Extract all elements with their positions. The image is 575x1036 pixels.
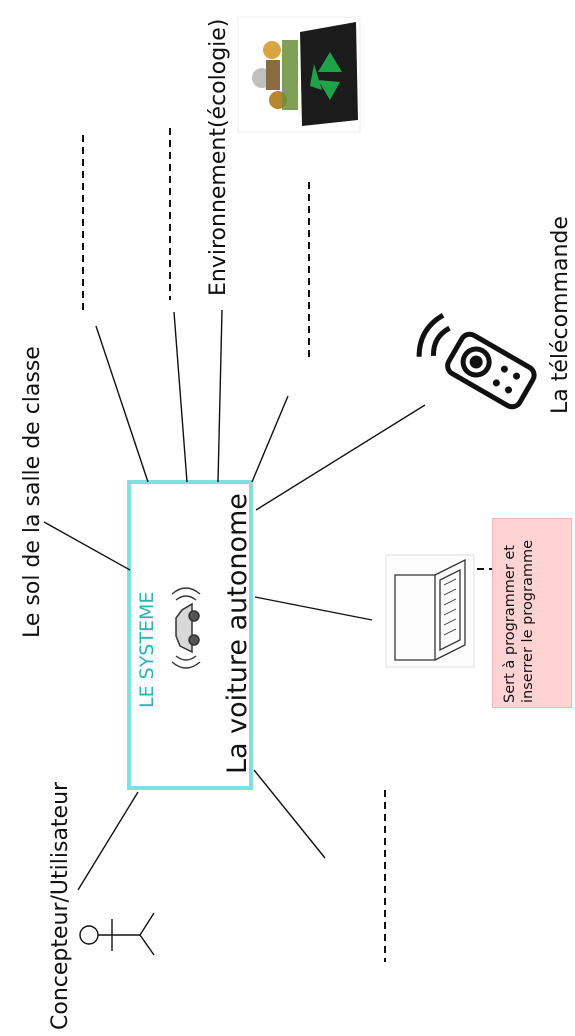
line-environment [217, 309, 223, 483]
line-blank-3 [251, 395, 289, 483]
label-floor: Le sol de la salle de classe [20, 346, 45, 638]
line-blank-4 [253, 769, 326, 859]
system-title: LE SYSTEME [136, 591, 158, 708]
recycle-bin-icon [237, 16, 361, 133]
label-user: Concepteur/Utilisateur [48, 781, 73, 1030]
line-floor [43, 521, 131, 571]
system-name: La voiture autonome [222, 493, 253, 774]
car-wifi-icon [171, 587, 201, 669]
laptop-note-text: Sert à programmer et inserrer le program… [502, 539, 536, 703]
line-remote [255, 404, 426, 511]
system-box [127, 480, 253, 790]
label-environment: Environnement(écologie) [206, 18, 231, 296]
line-blank-2 [173, 311, 188, 483]
laptop-note: Sert à programmer et inserrer le program… [492, 518, 572, 708]
line-blank-1 [95, 325, 149, 483]
line-laptop [254, 596, 373, 621]
stick-figure-icon [79, 912, 155, 956]
laptop-icon [385, 554, 475, 668]
remote-control-icon [416, 313, 537, 410]
line-user [77, 791, 139, 891]
label-remote: La télécommande [548, 216, 573, 414]
